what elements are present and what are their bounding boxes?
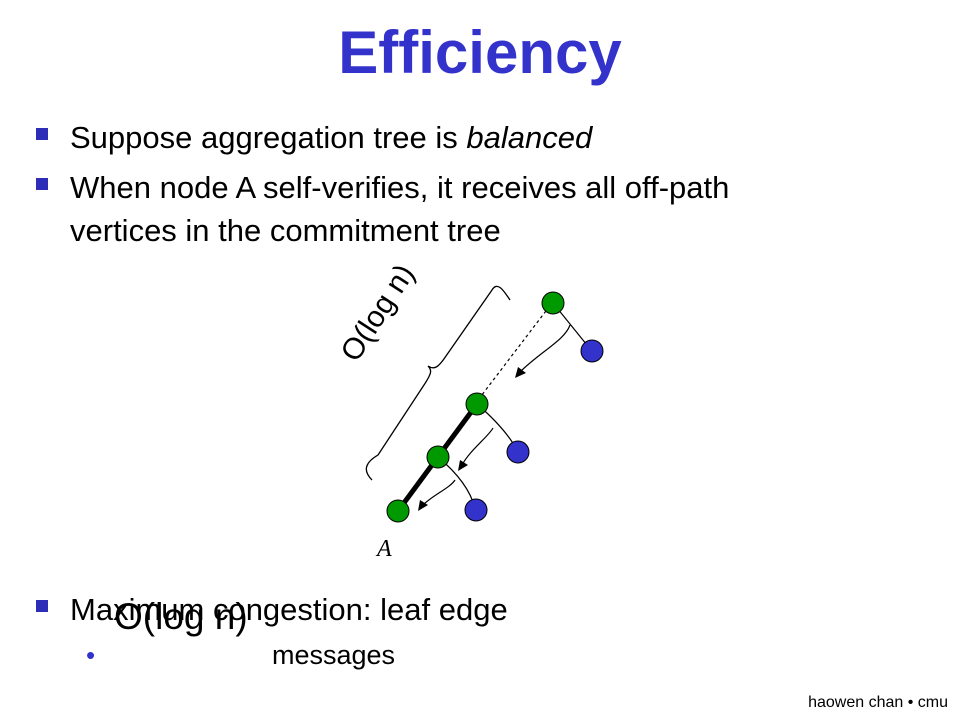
bullet-text: Maximum congestion: leaf edge (70, 592, 508, 627)
offpath-node (464, 498, 488, 522)
dashed-path-edge (474, 302, 553, 405)
arrowhead-icon (515, 367, 526, 378)
slide-title: Efficiency (338, 19, 622, 86)
sub-bullet-text: messages (272, 640, 396, 670)
square-bullet-icon (36, 600, 48, 612)
message-arrow (422, 479, 456, 506)
path-node (465, 392, 489, 416)
brace-label: O(log n) (335, 259, 422, 368)
brace-shape (365, 285, 511, 481)
footer-credit: haowen chan • cmu (808, 694, 948, 711)
square-bullet-icon (36, 128, 48, 140)
offpath-node (506, 440, 530, 464)
bullet-congestion: Maximum congestion: leaf edge (36, 588, 508, 631)
message-arrow (519, 324, 571, 373)
bullet-text-line-2: vertices in the commitment tree (70, 213, 501, 248)
big-formula: O(log n) (114, 596, 248, 637)
sub-bullet-dot: • (86, 640, 96, 670)
arrowhead-icon (458, 460, 468, 471)
bullet-emphasis: balanced (466, 120, 593, 155)
bullet-balanced: Suppose aggregation tree is balanced (36, 116, 592, 159)
bullet-text-line-1: When node A self-verifies, it receives a… (70, 170, 730, 205)
arrowhead-icon (418, 500, 428, 511)
bullet-text: Suppose aggregation tree is (70, 120, 467, 155)
path-node (426, 445, 450, 469)
path-node-root (541, 291, 565, 315)
node-a (386, 499, 410, 523)
node-a-label: A (375, 536, 392, 562)
offpath-node (580, 339, 604, 363)
message-arrow (461, 427, 494, 466)
square-bullet-icon (36, 178, 48, 190)
bullet-self-verify: When node A self-verifies, it receives a… (36, 166, 729, 252)
